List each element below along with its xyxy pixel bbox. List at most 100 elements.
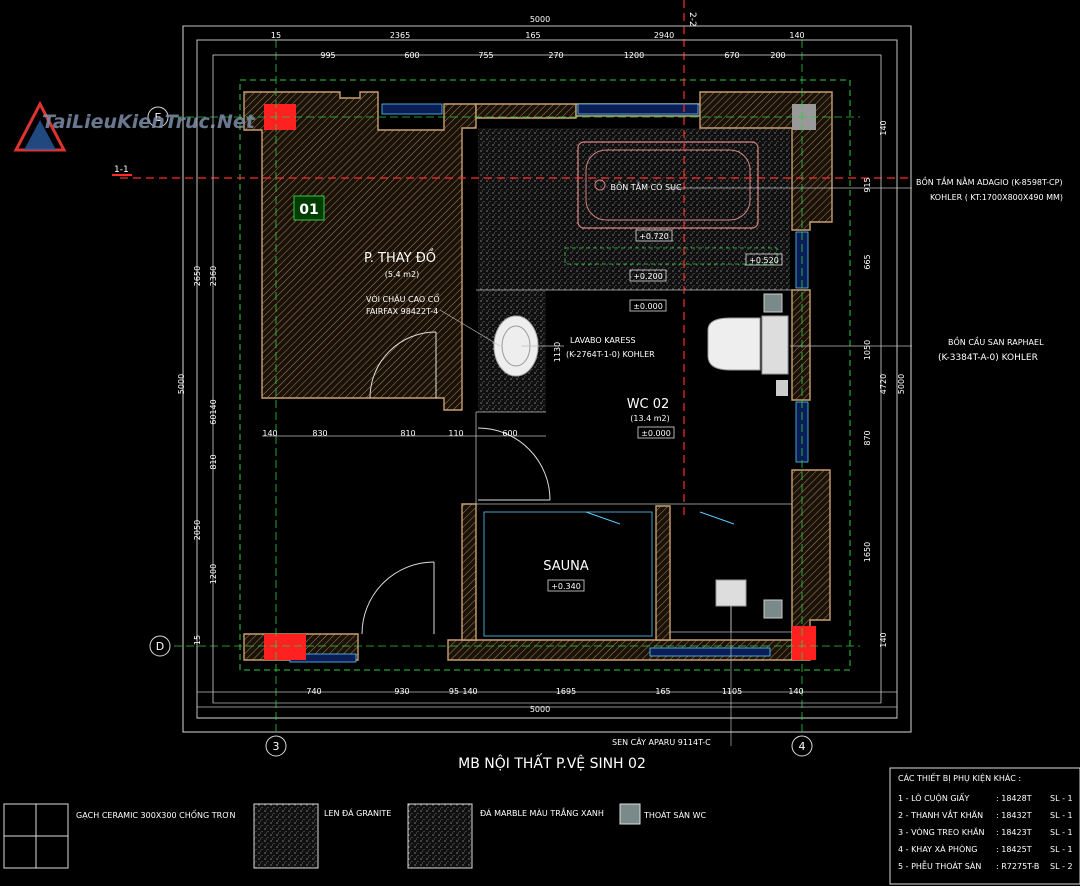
lavabo-label-1: LAVABO KARESS <box>570 336 636 345</box>
toilet-label-1: BỒN CẦU SAN RAPHAEL <box>948 335 1044 347</box>
lavabo-label-2: (K-2764T-1-0) KOHLER <box>566 350 655 359</box>
accessories-rows: 1 - LÔ CUỘN GIẤY : 18428T SL - 1 2 - THA… <box>898 792 1073 871</box>
dim-right-f: 1650 <box>863 542 872 562</box>
dim-top1-c: 165 <box>525 31 540 40</box>
accessories-title: CÁC THIẾT BỊ PHỤ KIỆN KHÁC : <box>898 772 1021 784</box>
acc-row-4-name: 4 - KHAY XÀ PHÒNG <box>898 843 977 854</box>
room-changing-name: P. THAY ĐỒ <box>364 249 436 266</box>
dim-bot-e: 1695 <box>556 687 576 696</box>
grid-lines <box>120 0 912 520</box>
level-520: +0.520 <box>749 256 779 265</box>
dim-left-total: 5000 <box>177 374 186 394</box>
grid-label-bottom: D <box>156 640 164 653</box>
acc-row-5-code: : R7275T-B <box>996 862 1039 871</box>
interior-lines <box>475 247 792 637</box>
acc-row-1-code: : 18428T <box>996 794 1032 803</box>
dim-bot-h: 140 <box>788 687 803 696</box>
dim-top1-b: 2365 <box>390 31 410 40</box>
room-sauna-name: SAUNA <box>543 559 589 574</box>
acc-row-3-name: 3 - VÒNG TREO KHĂN <box>898 826 984 837</box>
dim-left-a: 2650 <box>193 266 202 286</box>
watermark-text: TaiLieuKienTruc.Net <box>42 111 256 133</box>
dim-top1-a: 15 <box>271 31 281 40</box>
legend-label-ceramic: GẠCH CERAMIC 300X300 CHỐNG TRƠN <box>76 808 235 821</box>
leader-lines <box>439 187 912 746</box>
legend-label-granite: LEN ĐÁ GRANITE <box>324 807 391 818</box>
dim-top1-d: 2940 <box>654 31 674 40</box>
faucet-label-1: VÒI CHẬU CAO CỔ <box>366 292 440 305</box>
dim-bot-c: 95 <box>449 687 459 696</box>
dim-bot-a: 740 <box>306 687 321 696</box>
bathtub-icon <box>577 141 759 229</box>
dim-top2-a: 995 <box>320 51 335 60</box>
level-sauna: +0.340 <box>551 582 581 591</box>
level-000: ±0.000 <box>633 302 663 311</box>
acc-row-2-name: 2 - THANH VẮT KHĂN <box>898 808 983 820</box>
room-changing-area: (5.4 m2) <box>385 270 419 279</box>
toilet-label-2: (K-3384T-A-0) KOHLER <box>938 353 1038 363</box>
dim-mid-b: 830 <box>312 429 327 438</box>
dim-mid-e: 600 <box>502 429 517 438</box>
dim-bot-d: 140 <box>462 687 477 696</box>
grid-bubbles <box>147 106 813 757</box>
dim-top2-b: 600 <box>404 51 419 60</box>
dimension-lines <box>183 25 911 718</box>
dim-right-c: 665 <box>863 254 872 269</box>
dim-bot-g: 1105 <box>722 687 742 696</box>
dim-top2-g: 200 <box>770 51 785 60</box>
acc-row-3-qty: SL - 1 <box>1050 828 1073 837</box>
section-mark-h: 1-1 <box>114 165 129 175</box>
dim-top-total: 5000 <box>530 15 550 24</box>
bathtub-spec-1: BỒN TẮM NẰM ADAGIO (K-8598T-CP) <box>916 175 1063 187</box>
dim-left-b: 2360 <box>209 266 218 286</box>
doors <box>361 331 735 635</box>
dim-left-e: 2050 <box>193 520 202 540</box>
acc-row-2-code: : 18432T <box>996 811 1032 820</box>
dim-mid-c: 810 <box>400 429 415 438</box>
toilet-icon <box>707 315 789 396</box>
room-tag-box <box>293 195 325 221</box>
grid-label-right: 4 <box>799 740 806 753</box>
dim-left-c: 60140 <box>209 399 218 424</box>
acc-row-3-code: : 18423T <box>996 828 1032 837</box>
acc-row-4-code: : 18425T <box>996 845 1032 854</box>
dim-left-g: 15 <box>193 635 202 645</box>
room-wc-area: (13.4 m2) <box>630 414 669 423</box>
dim-bot-f: 165 <box>655 687 670 696</box>
dim-right-b: 915 <box>863 177 872 192</box>
boundary-dashed <box>239 79 851 671</box>
dim-lavabo-h: 1130 <box>553 342 562 362</box>
grid-label-left: 3 <box>273 740 280 753</box>
shower-label: SEN CÂY APARU 9114T-C <box>612 736 711 747</box>
acc-row-2-qty: SL - 1 <box>1050 811 1073 820</box>
acc-row-4-qty: SL - 1 <box>1050 845 1073 854</box>
axis-lines <box>174 40 860 734</box>
dim-left-f: 1200 <box>209 564 218 584</box>
legend <box>3 803 641 869</box>
level-wc: ±0.000 <box>641 429 671 438</box>
dim-bot-b: 930 <box>394 687 409 696</box>
dim-mid-a: 140 <box>262 429 277 438</box>
faucet-label-2: FAIRFAX 98422T-4 <box>366 307 438 316</box>
acc-row-5-name: 5 - PHỄU THOÁT SÀN <box>898 859 981 871</box>
acc-row-1-name: 1 - LÔ CUỘN GIẤY <box>898 792 969 803</box>
legend-label-marble: ĐÁ MARBLE MÀU TRẮNG XANH <box>480 806 604 818</box>
floor-drain-icons <box>763 293 783 619</box>
dim-top2-e: 1200 <box>624 51 644 60</box>
drawing-title: MB NỘI THẤT P.VỆ SINH 02 <box>458 753 646 772</box>
section-mark-v: 2-2 <box>687 12 697 27</box>
dim-top2-d: 270 <box>548 51 563 60</box>
dim-right-a: 140 <box>879 120 888 135</box>
dim-right-h: 4720 <box>879 374 888 394</box>
shower-icon <box>715 579 747 632</box>
dim-right-g: 140 <box>879 632 888 647</box>
dim-top2-c: 755 <box>478 51 493 60</box>
bathtub-spec-2: KOHLER ( KT:1700X800X490 MM) <box>930 193 1063 202</box>
grid-label-top: E <box>155 111 162 124</box>
level-720: +0.720 <box>639 232 669 241</box>
room-wc-name: WC 02 <box>627 397 670 412</box>
accessories-table <box>889 767 1080 885</box>
dim-top1-e: 140 <box>789 31 804 40</box>
watermark-logo <box>13 100 67 152</box>
dim-top2-f: 670 <box>724 51 739 60</box>
